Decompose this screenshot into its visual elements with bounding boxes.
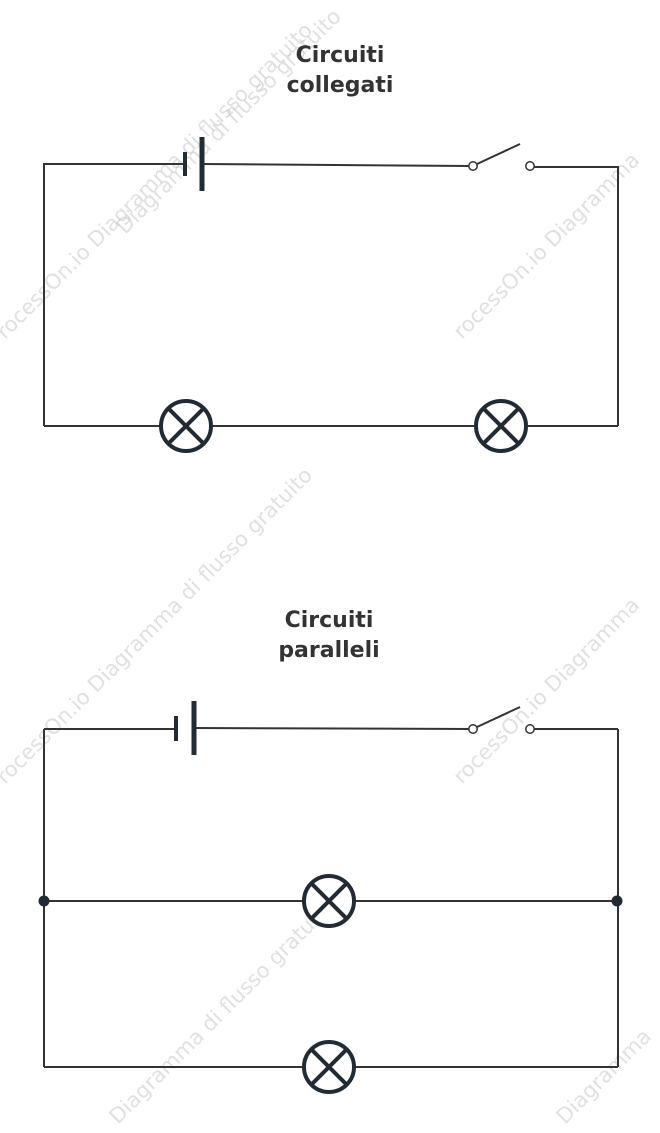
parallel-circuit: Circuiti paralleli <box>38 608 623 1094</box>
lamp-icon <box>302 874 356 928</box>
wire <box>202 163 472 167</box>
lamp-icon <box>474 399 528 453</box>
battery-icon <box>174 701 197 755</box>
switch-contact <box>525 724 535 734</box>
switch-icon <box>468 143 535 171</box>
watermark-text: Diagramma di flusso gratuito <box>105 894 339 1128</box>
switch-contact <box>525 161 535 171</box>
series-circuit: Circuiti collegati <box>43 43 619 453</box>
switch-icon <box>468 706 535 734</box>
watermark-text: rocessOn.io Diagramma di flusso gratuito <box>0 18 317 344</box>
series-circuit-title: Circuiti <box>296 43 385 68</box>
switch-lever <box>476 143 521 165</box>
lamp-icon <box>302 1040 356 1094</box>
junction-dot <box>611 895 623 907</box>
series-circuit-title: collegati <box>287 73 394 98</box>
parallel-circuit-title: Circuiti <box>285 608 374 633</box>
wire <box>193 727 472 730</box>
watermark-layer: Diagramma di flusso gratuito rocessOn.io… <box>0 4 656 1128</box>
series-wires <box>43 163 619 427</box>
switch-lever <box>476 706 521 728</box>
switch-contact <box>468 724 478 734</box>
watermark-text: rocessOn.io Diagramma <box>449 593 645 789</box>
battery-icon <box>183 137 205 191</box>
watermark-text: rocessOn.io Diagramma di flusso gratuito <box>0 463 317 789</box>
watermark-text: rocessOn.io Diagramma <box>449 148 645 344</box>
parallel-circuit-title: paralleli <box>278 638 379 663</box>
switch-contact <box>468 161 478 171</box>
junction-dot <box>38 895 50 907</box>
lamp-icon <box>159 399 213 453</box>
watermark-text: Diagramma <box>552 1024 656 1128</box>
